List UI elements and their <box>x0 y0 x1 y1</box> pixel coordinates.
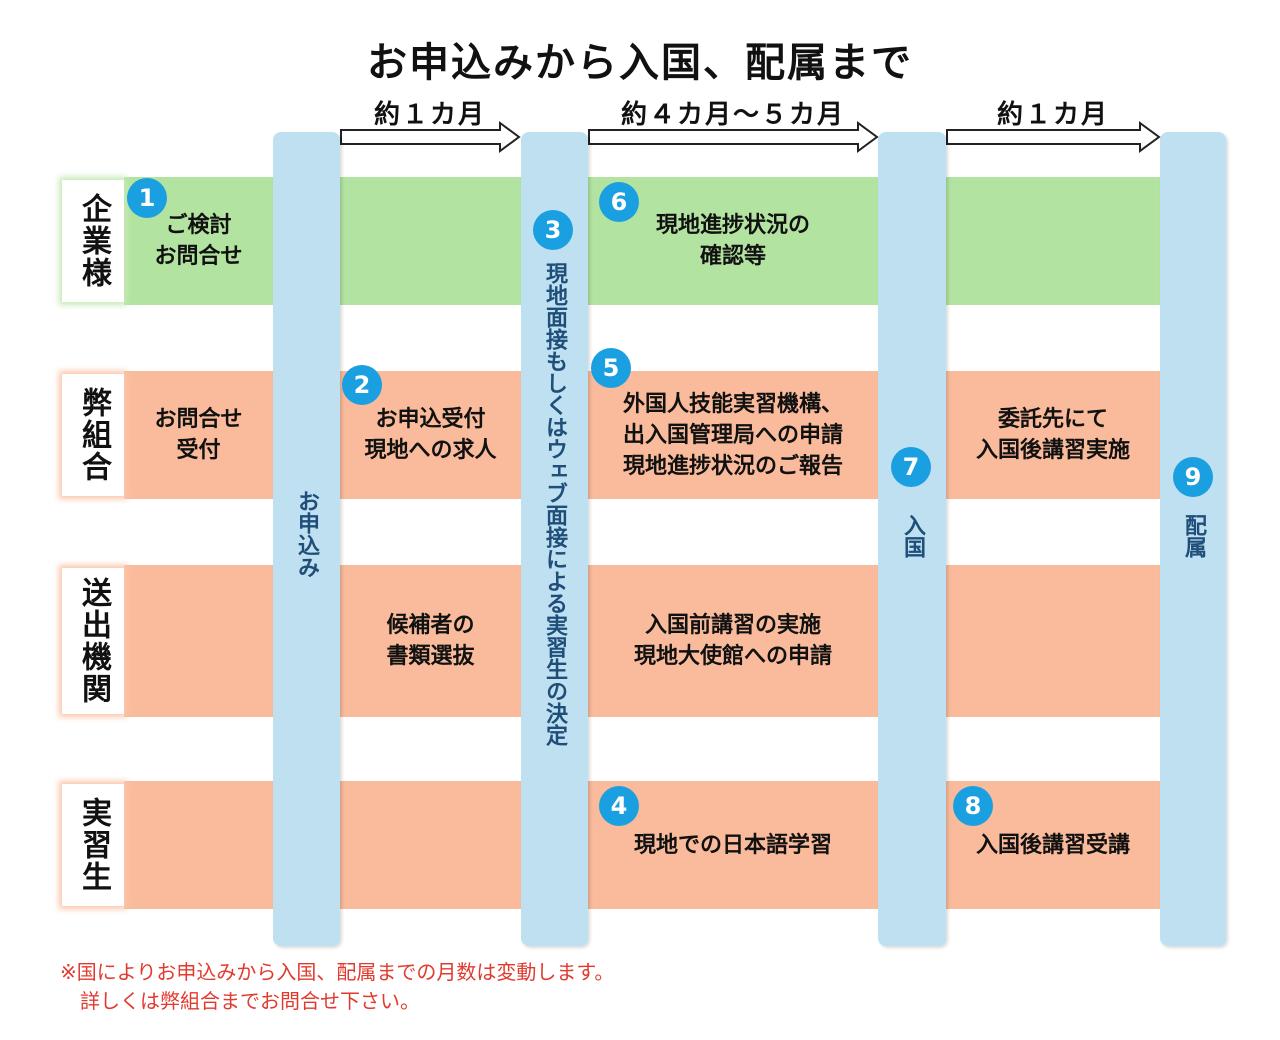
pillar-nyukoku <box>878 132 946 946</box>
step-badge-9: 9 <box>1173 457 1213 497</box>
pillar-label-moushikomi: お申込み <box>294 490 319 578</box>
cell-kigyo-confirm: 現地進捗状況の 確認等 <box>655 213 810 269</box>
step-badge-2: 2 <box>342 365 382 405</box>
page-title: お申込みから入国、配属まで <box>367 40 913 86</box>
pillar-haizoku <box>1160 132 1226 946</box>
pillar-moushikomi <box>273 132 340 946</box>
period-arrow-1 <box>340 121 521 153</box>
footnote: ※国によりお申込みから入国、配属までの月数は変動します。 詳しくは弊組合までお問… <box>60 960 615 1013</box>
period-arrow-2 <box>588 121 879 153</box>
period-label-2: 約４カ月～５カ月 <box>620 100 845 130</box>
cell-okuridashi-pretraining: 入国前講習の実施 現地大使館への申請 <box>633 613 832 669</box>
step-badge-1: 1 <box>127 178 167 218</box>
row-label-kigyo: 企業様 <box>62 180 124 302</box>
step-badge-8: 8 <box>953 786 993 826</box>
period-label-3: 約１カ月 <box>996 100 1109 130</box>
pillar-label-mensetsu: 現地面接もしくはウェブ面接による実習生の決定 <box>542 262 567 746</box>
step-badge-3: 3 <box>533 210 573 250</box>
cell-jisshu-training: 入国後講習受講 <box>975 833 1130 858</box>
pillar-mensetsu <box>521 132 588 946</box>
step-badge-7: 7 <box>891 447 931 487</box>
pillar-label-haizoku: 配属 <box>1181 514 1206 558</box>
cell-kumiai-inquiry: お問合せ 受付 <box>154 407 243 463</box>
row-label-kumiai: 弊組合 <box>62 374 124 496</box>
step-badge-6: 6 <box>599 182 639 222</box>
cell-jisshu-japanese: 現地での日本語学習 <box>633 833 832 858</box>
period-label-1: 約１カ月 <box>373 100 486 130</box>
cell-kigyo-inquiry: ご検討 お問合せ <box>154 213 243 269</box>
pillar-label-nyukoku: 入国 <box>900 514 925 558</box>
row-label-jisshu: 実習生 <box>62 784 124 906</box>
row-label-okuridashi: 送出機関 <box>62 568 124 714</box>
step-badge-5: 5 <box>591 348 631 388</box>
period-arrow-3 <box>946 121 1161 153</box>
cell-okuridashi-screening: 候補者の 書類選抜 <box>386 613 475 669</box>
cell-kumiai-training: 委託先にて 入国後講習実施 <box>975 407 1130 463</box>
step-badge-4: 4 <box>599 786 639 826</box>
cell-kumiai-application: お申込受付 現地への求人 <box>364 407 497 463</box>
cell-kumiai-filing: 外国人技能実習機構、 出入国管理局への申請 現地進捗状況のご報告 <box>622 392 843 479</box>
